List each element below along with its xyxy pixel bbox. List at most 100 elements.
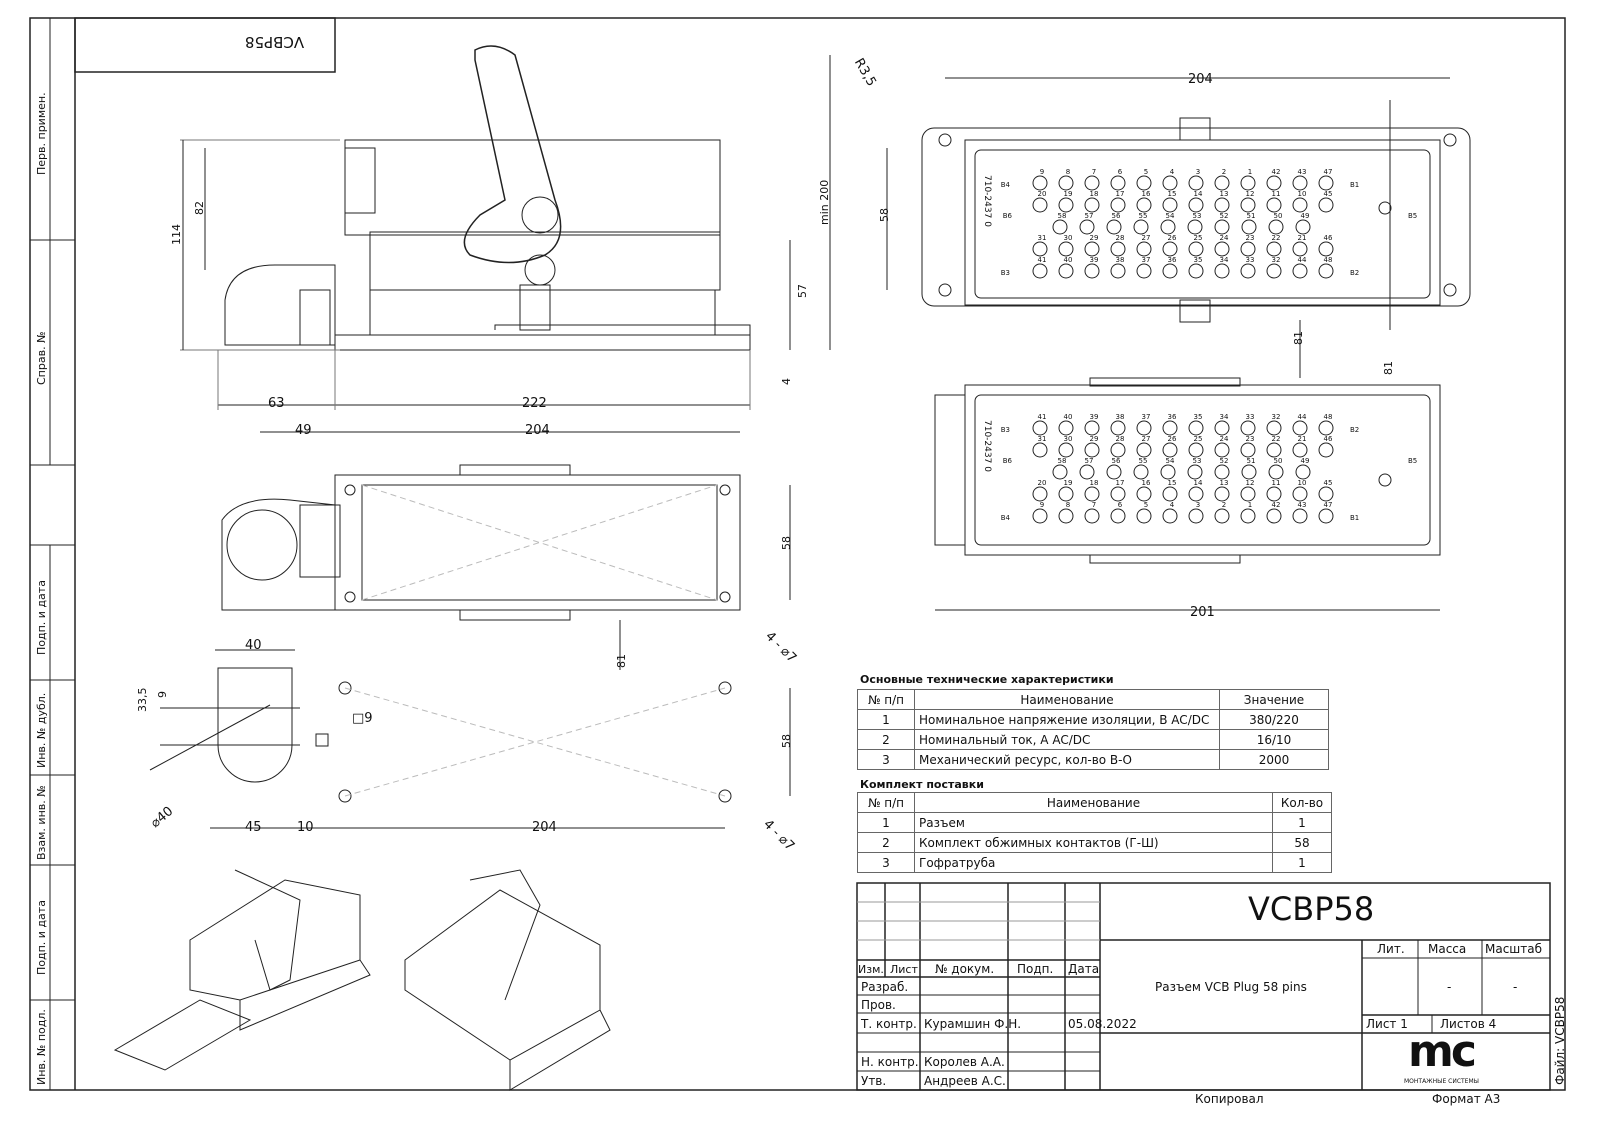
pin-contact: [1266, 442, 1282, 458]
pin-label: 9: [1040, 501, 1044, 509]
pin-label: 1: [1248, 168, 1252, 176]
pin-label: 19: [1064, 190, 1073, 198]
pin-label: 32: [1272, 413, 1281, 421]
pin-label: 46: [1324, 234, 1333, 242]
pin-label: 16: [1142, 479, 1151, 487]
dim-58-face: 58: [878, 208, 891, 222]
dim-57: 57: [796, 284, 809, 298]
dim-49: 49: [295, 423, 312, 438]
pin-contact: [1318, 175, 1334, 191]
kit-table-title: Комплект поставки: [860, 778, 984, 791]
pin-contact: [1160, 464, 1176, 480]
dim-114: 114: [170, 224, 183, 245]
role-dev: Разраб.: [861, 980, 909, 994]
dim-58-top: 58: [780, 536, 793, 550]
copied-label: Копировал: [1195, 1092, 1264, 1106]
pin-contact: [1032, 197, 1048, 213]
pin-label: 13: [1220, 479, 1229, 487]
th: Кол-во: [1272, 792, 1332, 813]
pin-contact: [1214, 175, 1230, 191]
pin-label: 34: [1220, 256, 1229, 264]
pin-contact: [1240, 442, 1256, 458]
pin-contact: [1292, 420, 1308, 436]
pin-label: 20: [1038, 190, 1047, 198]
pin-label: 33: [1246, 256, 1255, 264]
pin-contact: [1214, 241, 1230, 257]
pin-contact: [1110, 197, 1126, 213]
corner-code: VCBP58: [245, 33, 305, 51]
pin-label: 12: [1246, 479, 1255, 487]
pin-label: 15: [1168, 479, 1177, 487]
pin-contact: [1136, 508, 1152, 524]
pin-label: 28: [1116, 234, 1125, 242]
pin-contact: [1136, 263, 1152, 279]
pin-label: 2: [1222, 501, 1226, 509]
pin-contact: [1292, 263, 1308, 279]
pin-label: 7: [1092, 501, 1096, 509]
pin-contact: [1162, 263, 1178, 279]
role-ncontrol: Н. контр.: [861, 1055, 919, 1069]
pin-label: 44: [1298, 413, 1307, 421]
tech-table-title: Основные технические характеристики: [860, 673, 1114, 686]
designation: VCBP58: [1248, 890, 1375, 928]
pin-contact: [1136, 241, 1152, 257]
pin-label: 52: [1220, 212, 1229, 220]
pin-contact: [1240, 241, 1256, 257]
pin-label: 37: [1142, 256, 1151, 264]
sheets-count: Листов 4: [1440, 1017, 1497, 1031]
pin-label: 39: [1090, 413, 1099, 421]
pin-label: 31: [1038, 234, 1047, 242]
pin-contact: [1110, 442, 1126, 458]
pin-label: 49: [1301, 212, 1310, 220]
pin-contact: [1110, 241, 1126, 257]
pin-contact: [1295, 219, 1311, 235]
pin-label: 4: [1170, 168, 1175, 176]
th: Наименование: [914, 689, 1220, 710]
pin-contact: [1162, 486, 1178, 502]
col-izm: Изм.: [858, 963, 884, 976]
special-pin-label: B5: [1408, 457, 1417, 465]
pin-label: 44: [1298, 256, 1307, 264]
pin-label: 25: [1194, 234, 1203, 242]
pin-label: 18: [1090, 190, 1099, 198]
pin-label: 58: [1058, 212, 1067, 220]
pin-label: 55: [1139, 457, 1148, 465]
pin-contact: [1188, 442, 1204, 458]
pin-contact: [1058, 508, 1074, 524]
pin-contact: [1240, 420, 1256, 436]
pin-label: 20: [1038, 479, 1047, 487]
pin-contact: [1032, 263, 1048, 279]
special-pin-label: B1: [1350, 181, 1359, 189]
pin-contact: [1110, 508, 1126, 524]
pin-contact: [1318, 197, 1334, 213]
pin-label: 1: [1248, 501, 1252, 509]
person-tcontrol: Курамшин Ф.Н.: [924, 1017, 1022, 1031]
pin-contact: [1136, 486, 1152, 502]
dim-33-5: 33,5: [136, 687, 149, 713]
special-pin-label: B6: [1003, 457, 1013, 465]
pin-contact: [1106, 219, 1122, 235]
special-pin-label: B1: [1350, 514, 1359, 522]
col-sign: Подп.: [1017, 962, 1054, 976]
pin-label: 11: [1272, 190, 1281, 198]
pin-contact: [1266, 197, 1282, 213]
pin-contact: [1106, 464, 1122, 480]
pin-label: 53: [1193, 457, 1202, 465]
special-pin-label: B4: [1001, 181, 1011, 189]
pin-label: 40: [1064, 413, 1073, 421]
pin-contact: [1318, 263, 1334, 279]
pin-contact: [1162, 241, 1178, 257]
dim-204-face: 204: [1188, 72, 1213, 87]
pin-label: 26: [1168, 234, 1177, 242]
pin-contact: [1214, 420, 1230, 436]
pin-label: 38: [1116, 256, 1125, 264]
pin-label: 53: [1193, 212, 1202, 220]
pin-contact: [1058, 197, 1074, 213]
pin-label: 43: [1298, 501, 1307, 509]
pin-label: 2: [1222, 168, 1226, 176]
